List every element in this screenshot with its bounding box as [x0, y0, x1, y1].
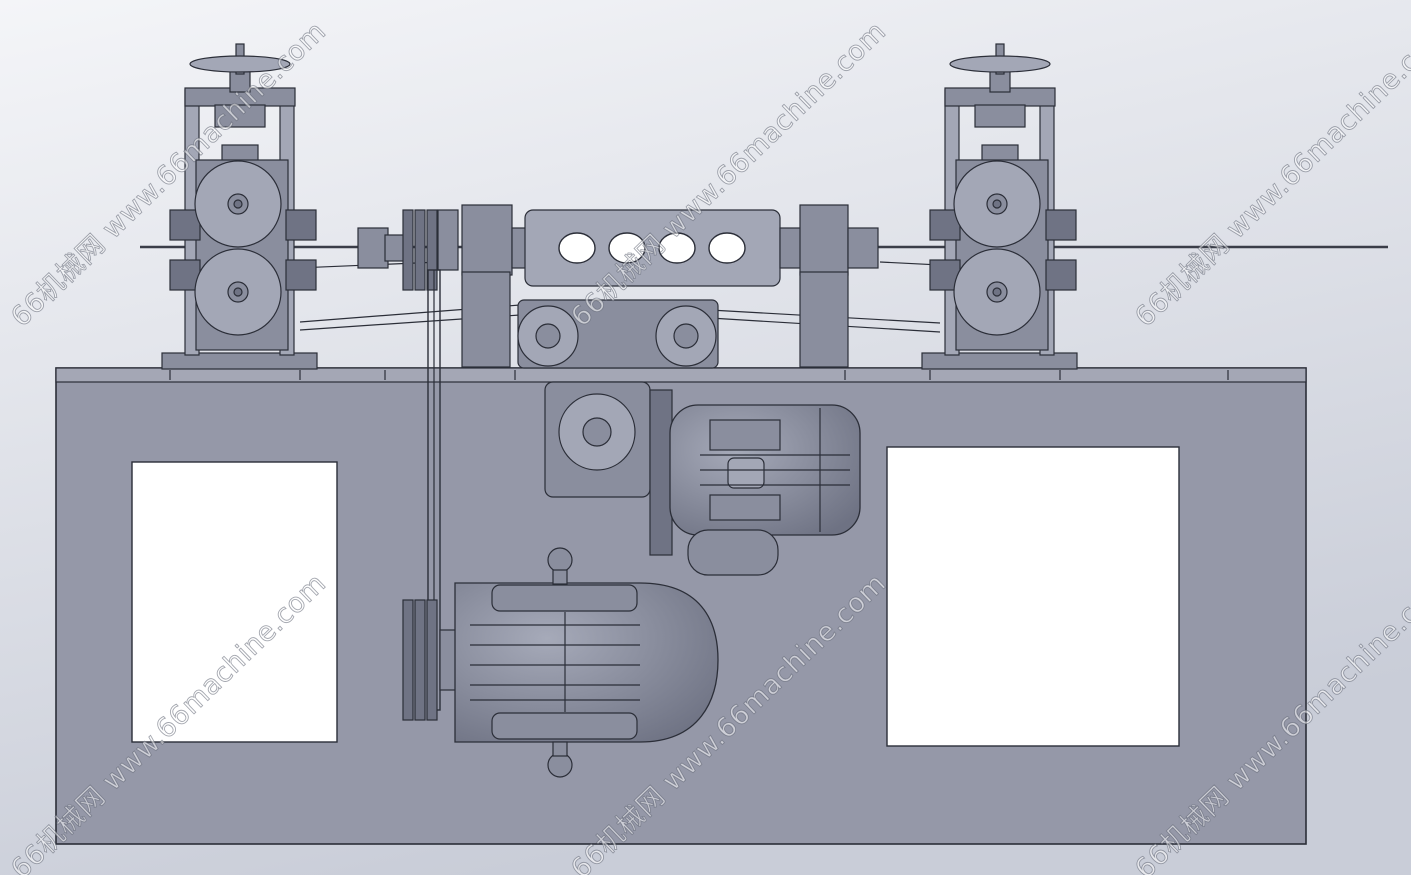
drum-pulley — [402, 209, 414, 291]
cabinet-window-left — [131, 461, 338, 743]
left-handwheel — [189, 55, 291, 73]
cabinet-window-right — [886, 446, 1180, 747]
left-roller-stand — [161, 43, 318, 370]
straightening-drum-assembly — [357, 204, 879, 368]
right-roller-stand — [921, 43, 1078, 370]
idler-pulleys — [517, 299, 719, 369]
gear-motor — [544, 381, 861, 576]
right-handwheel — [949, 55, 1051, 73]
main-motor — [402, 547, 719, 778]
